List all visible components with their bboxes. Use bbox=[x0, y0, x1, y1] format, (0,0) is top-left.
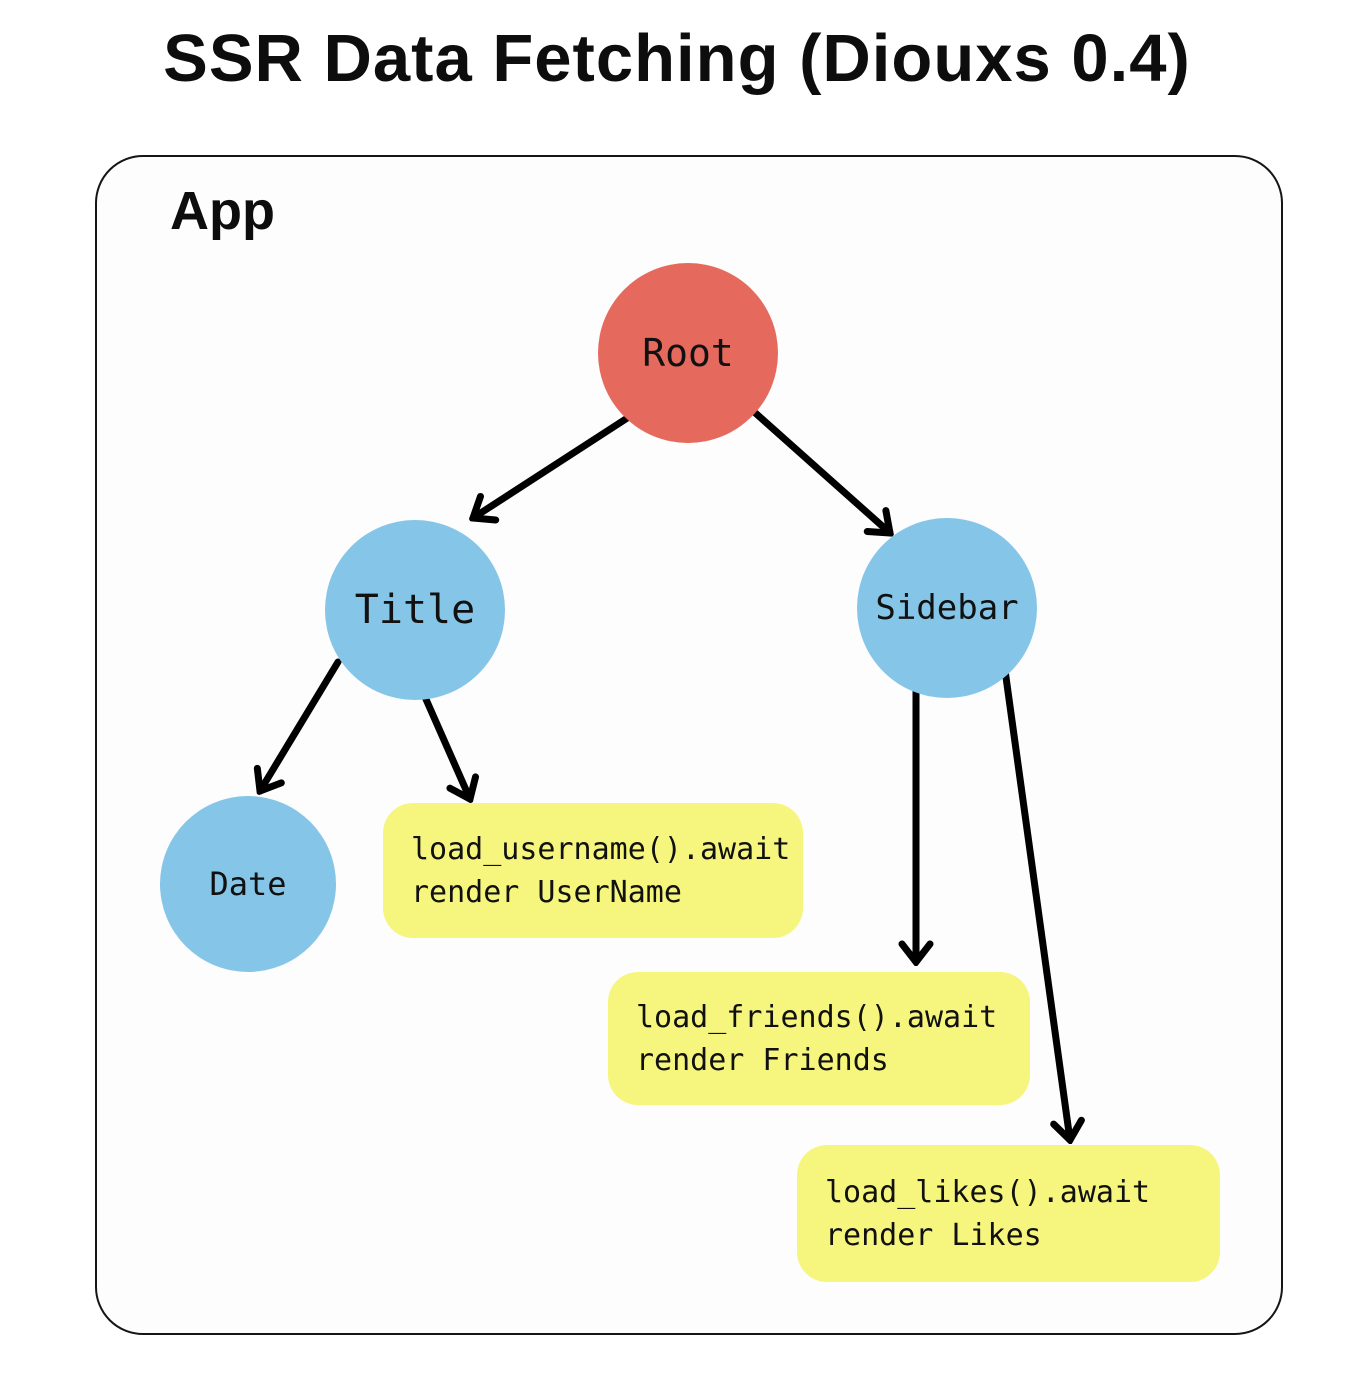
node-root-label: Root bbox=[642, 331, 734, 375]
page-title: SSR Data Fetching (Diouxs 0.4) bbox=[163, 21, 1191, 96]
app-frame-label: App bbox=[170, 181, 275, 241]
task-load-likes-line2: render Likes bbox=[825, 1217, 1042, 1253]
task-load-username-line2: render UserName bbox=[411, 874, 682, 910]
node-title: Title bbox=[325, 520, 505, 700]
node-title-label: Title bbox=[354, 587, 476, 633]
node-date-label: Date bbox=[209, 865, 287, 903]
node-sidebar-label: Sidebar bbox=[875, 588, 1019, 628]
task-box-load-username: load_username().await render UserName bbox=[383, 803, 803, 938]
task-load-friends-line1: load_friends().await bbox=[636, 999, 998, 1035]
task-box-load-likes: load_likes().await render Likes bbox=[797, 1145, 1220, 1282]
task-load-friends-line2: render Friends bbox=[636, 1042, 889, 1078]
task-load-username-line1: load_username().await bbox=[411, 831, 791, 867]
node-sidebar: Sidebar bbox=[857, 518, 1037, 698]
node-root: Root bbox=[598, 263, 778, 443]
node-date: Date bbox=[160, 796, 336, 972]
task-box-load-friends: load_friends().await render Friends bbox=[608, 972, 1030, 1105]
task-load-likes-line1: load_likes().await bbox=[825, 1174, 1151, 1210]
